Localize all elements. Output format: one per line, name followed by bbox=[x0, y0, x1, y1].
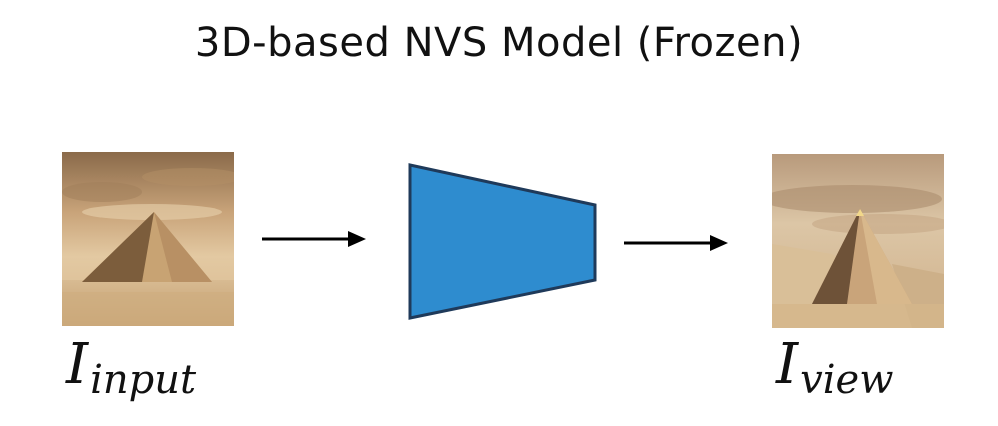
view-label: Iview bbox=[776, 332, 893, 403]
input-image bbox=[62, 152, 234, 326]
nvs-model-shape bbox=[405, 160, 601, 324]
input-label-main: I bbox=[66, 332, 89, 397]
pyramid-desert-icon bbox=[62, 152, 234, 326]
trapezoid-encoder-icon bbox=[408, 163, 597, 320]
view-label-sub: view bbox=[800, 357, 894, 403]
input-label: Iinput bbox=[66, 332, 196, 403]
arrow-right-icon bbox=[622, 232, 730, 254]
view-image bbox=[772, 154, 944, 328]
view-label-main: I bbox=[776, 332, 799, 397]
pyramid-novel-view-icon bbox=[772, 154, 944, 328]
diagram-title: 3D-based NVS Model (Frozen) bbox=[194, 20, 804, 66]
input-label-sub: input bbox=[90, 357, 197, 403]
arrow-right-icon bbox=[260, 228, 368, 250]
